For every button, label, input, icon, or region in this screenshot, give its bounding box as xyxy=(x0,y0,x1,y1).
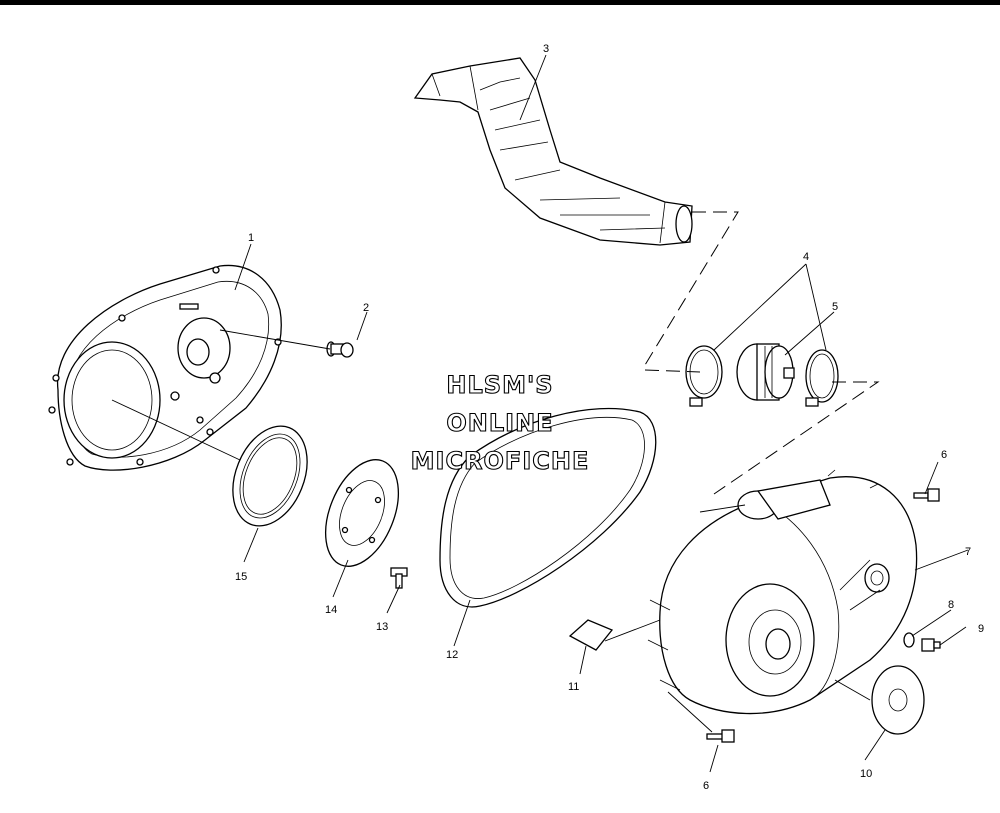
boot-5 xyxy=(736,343,795,401)
watermark: HLSM'S ONLINE MICROFICHE xyxy=(410,370,590,475)
seal-15 xyxy=(232,425,308,527)
callout-14: 14 xyxy=(325,604,337,616)
callout-15: 15 xyxy=(235,571,247,583)
inner-clutch-cover xyxy=(48,264,282,471)
callout-labels: 1 2 3 4 5 6 6 7 8 9 10 11 12 13 14 15 xyxy=(235,43,984,792)
bolt-6-bottom xyxy=(706,729,735,743)
gasket-10 xyxy=(871,665,925,735)
callout-12: 12 xyxy=(446,649,458,661)
plug-9 xyxy=(921,638,941,652)
outer-clutch-cover xyxy=(647,469,918,715)
watermark-line-1: HLSM'S xyxy=(446,371,553,399)
intake-duct xyxy=(413,57,693,246)
watermark-line-3: MICROFICHE xyxy=(411,447,590,475)
watermark-line-2: ONLINE xyxy=(446,409,553,437)
callout-2: 2 xyxy=(363,302,369,314)
clamp-4-left xyxy=(685,345,723,407)
callout-5: 5 xyxy=(832,301,838,313)
callout-3: 3 xyxy=(543,43,549,55)
callout-8: 8 xyxy=(948,599,954,611)
callout-4: 4 xyxy=(803,251,809,263)
bolt-2 xyxy=(326,341,354,358)
callout-6-top: 6 xyxy=(941,449,947,461)
callout-11: 11 xyxy=(568,681,579,693)
callout-6-bottom: 6 xyxy=(703,780,709,792)
bolt-6-top xyxy=(913,488,940,502)
callout-13: 13 xyxy=(376,621,388,633)
top-border xyxy=(0,0,1000,5)
callout-10: 10 xyxy=(860,768,872,780)
plate-14 xyxy=(325,459,399,567)
clamp-4-right xyxy=(805,349,839,407)
drive-belt-12 xyxy=(439,407,657,608)
dashed-connectors xyxy=(644,211,880,495)
o-ring-8 xyxy=(903,632,915,648)
callout-7: 7 xyxy=(965,546,971,558)
leader-lines xyxy=(111,54,969,773)
screw-13 xyxy=(390,567,408,589)
callout-1: 1 xyxy=(248,232,254,244)
callout-9: 9 xyxy=(978,623,984,635)
decal-11 xyxy=(568,619,614,651)
